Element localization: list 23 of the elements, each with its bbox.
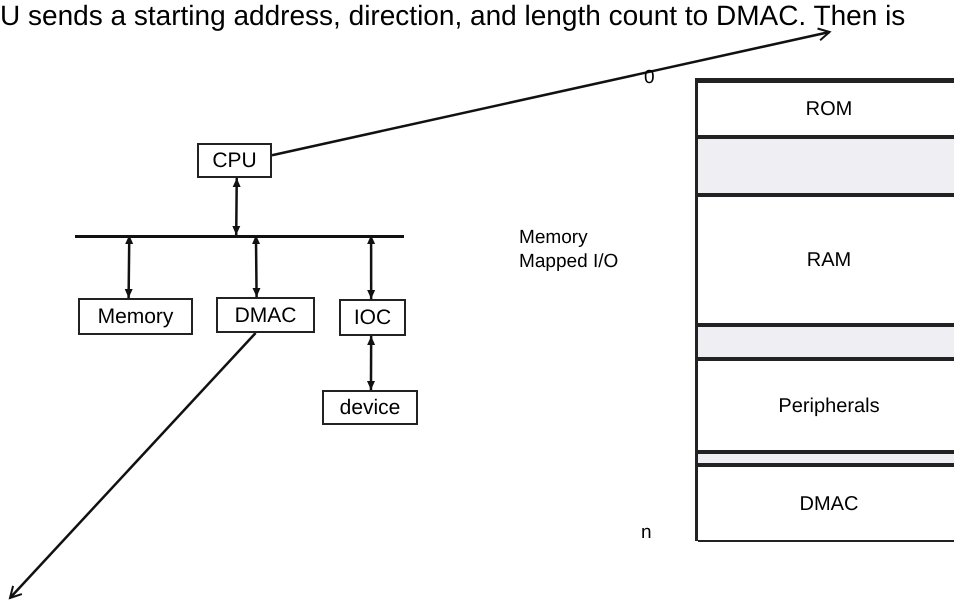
system-bus-line [75,235,404,238]
arrow [232,178,241,236]
memory-segment: Peripherals [698,359,954,452]
reserved-band [698,452,954,465]
arrow [367,336,376,390]
axis-label: Memory Mapped I/O [519,226,620,274]
arrow [272,28,831,156]
reserved-band [698,325,954,359]
axis-label: n [641,521,652,545]
component-box: DMAC [216,297,315,333]
memory-segment: RAM [698,195,954,325]
component-box: device [322,390,418,425]
memory-segment: ROM [698,81,954,137]
reserved-band [698,137,954,195]
component-box: Memory [78,298,193,335]
component-box [695,78,954,541]
component-box: IOC [339,299,406,336]
component-box: CPU [197,143,272,178]
memory-segment: DMAC [698,465,954,542]
axis-label: 0 [644,66,655,90]
arrow [9,332,257,599]
arrow [367,235,376,299]
description-text: U sends a starting address, direction, and length count to DMAC. Then is [0,0,930,32]
